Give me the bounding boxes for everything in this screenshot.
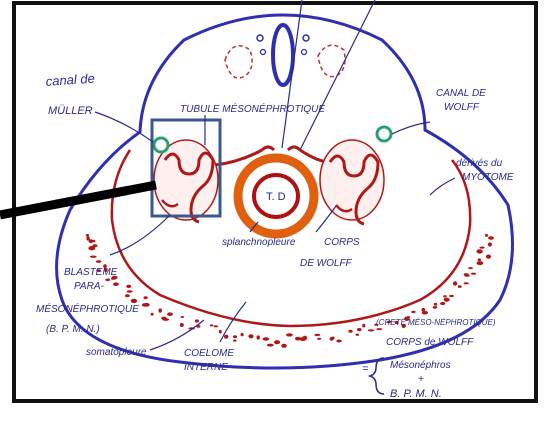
mesenchyme-dot <box>167 312 173 316</box>
mesenchyme-dot <box>486 255 491 259</box>
label-corps-wolff-2: DE WOLFF <box>300 258 353 269</box>
mesenchyme-dot <box>281 344 287 348</box>
mesenchyme-dot <box>113 282 119 286</box>
mesenchyme-dot <box>357 328 362 331</box>
label-plus: + <box>418 374 424 385</box>
label-blasteme-2: PARA- <box>74 281 104 292</box>
label-blasteme-4: (B. P. M. N.) <box>46 324 100 335</box>
mesenchyme-dot <box>86 234 89 237</box>
mesenchyme-dot <box>88 246 95 250</box>
label-canal-wolff-2: WOLFF <box>444 102 480 113</box>
label-somatopleure: somatopleure <box>86 347 147 358</box>
mesenchyme-dot <box>302 336 307 340</box>
mesenchyme-dot <box>453 281 457 285</box>
label-tubule: TUBULE MÉSONÉPHROTIQUE <box>180 102 325 115</box>
mesenchyme-dot <box>214 325 219 327</box>
mesenchyme-dot <box>127 290 133 292</box>
mesenchyme-dot <box>219 330 222 334</box>
mesenchyme-dot <box>336 340 341 343</box>
mesenchyme-dot <box>478 258 481 261</box>
mesenchyme-dot <box>144 303 150 307</box>
mesenchyme-dot <box>233 335 237 338</box>
mesenchyme-dot <box>126 285 131 288</box>
mesenchyme-dot <box>362 324 365 328</box>
mesenchyme-dot <box>422 308 426 312</box>
mesenchyme-dot <box>356 334 359 336</box>
label-crete: (CRETE MÉSO-NÉPHROTIQUE) <box>376 318 496 327</box>
mesenchyme-dot <box>443 295 446 297</box>
mesenchyme-dot <box>90 256 97 258</box>
mesenchyme-dot <box>267 344 274 347</box>
label-td: T. D <box>266 191 286 203</box>
label-coelome-2: INTERNE <box>184 362 228 373</box>
mesenchyme-dot <box>263 337 270 341</box>
label-canal-muller-2: MÜLLER <box>48 105 93 117</box>
label-mesonephros: Mésonéphros <box>390 360 451 371</box>
mesenchyme-dot <box>257 335 260 339</box>
mesenchyme-dot <box>440 302 445 305</box>
label-coelome-1: COELOME <box>184 348 234 359</box>
label-corps-de-wolff: CORPS de WOLFF <box>386 337 474 348</box>
label-canal-wolff-1: CANAL DE <box>436 88 486 99</box>
label-blasteme-3: MÉSONÉPHROTIQUE <box>36 302 139 315</box>
mesenchyme-dot <box>125 294 130 297</box>
mesenchyme-dot <box>233 340 236 342</box>
mesenchyme-dot <box>368 329 375 331</box>
mesenchyme-dot <box>488 236 494 240</box>
label-blasteme-1: BLASTEME <box>64 267 118 278</box>
mesenchyme-dot <box>274 340 280 344</box>
mesenchyme-dot <box>181 316 184 318</box>
label-corps-wolff-1: CORPS <box>324 237 360 248</box>
mesenchyme-dot <box>468 267 473 269</box>
mesenchyme-dot <box>476 249 482 253</box>
mesenchyme-dot <box>434 303 437 306</box>
mesenchyme-dot <box>317 338 321 340</box>
mesenchyme-dot <box>105 279 110 282</box>
mesenchyme-dot <box>330 337 334 341</box>
mesenchyme-dot <box>464 282 469 284</box>
mesenchyme-dot <box>411 311 415 313</box>
mesenchyme-dot <box>471 273 476 275</box>
mesenchyme-dot <box>144 296 148 299</box>
mesenchyme-dot <box>433 306 437 309</box>
mesenchyme-dot <box>210 324 214 326</box>
mesenchyme-dot <box>96 260 102 263</box>
label-derives-1: dérivés du <box>456 158 503 169</box>
mesenchyme-dot <box>163 318 170 321</box>
mesenchyme-dot <box>314 334 320 336</box>
mesenchyme-dot <box>465 274 470 277</box>
mesenchyme-dot <box>195 319 199 322</box>
mesenchyme-dot <box>159 308 162 312</box>
mesenchyme-dot <box>449 295 454 297</box>
mesenchyme-dot <box>131 299 137 303</box>
mesenchyme-dot <box>488 242 492 246</box>
label-bpmn: B. P. M. N. <box>390 388 442 400</box>
mesenchyme-dot <box>376 328 382 330</box>
mesenchyme-dot <box>224 335 228 339</box>
mesenchyme-dot <box>485 234 488 237</box>
label-splanchnopleure: splanchnopleure <box>222 237 296 248</box>
mesenchyme-dot <box>286 333 293 336</box>
mesenchyme-dot <box>180 323 184 327</box>
mesenchyme-dot <box>91 240 96 243</box>
mesenchyme-dot <box>151 313 154 316</box>
mesenchyme-dot <box>348 330 352 333</box>
mesenchyme-dot <box>248 334 253 338</box>
label-equals: = <box>362 363 369 375</box>
mesenchyme-dot <box>458 285 462 288</box>
mesenchyme-dot <box>479 247 484 249</box>
mesenchyme-dot <box>444 298 450 302</box>
mesenchyme-dot <box>241 333 244 336</box>
label-derives-2: MYOTOME <box>462 172 514 183</box>
mesenchyme-dot <box>477 261 484 265</box>
